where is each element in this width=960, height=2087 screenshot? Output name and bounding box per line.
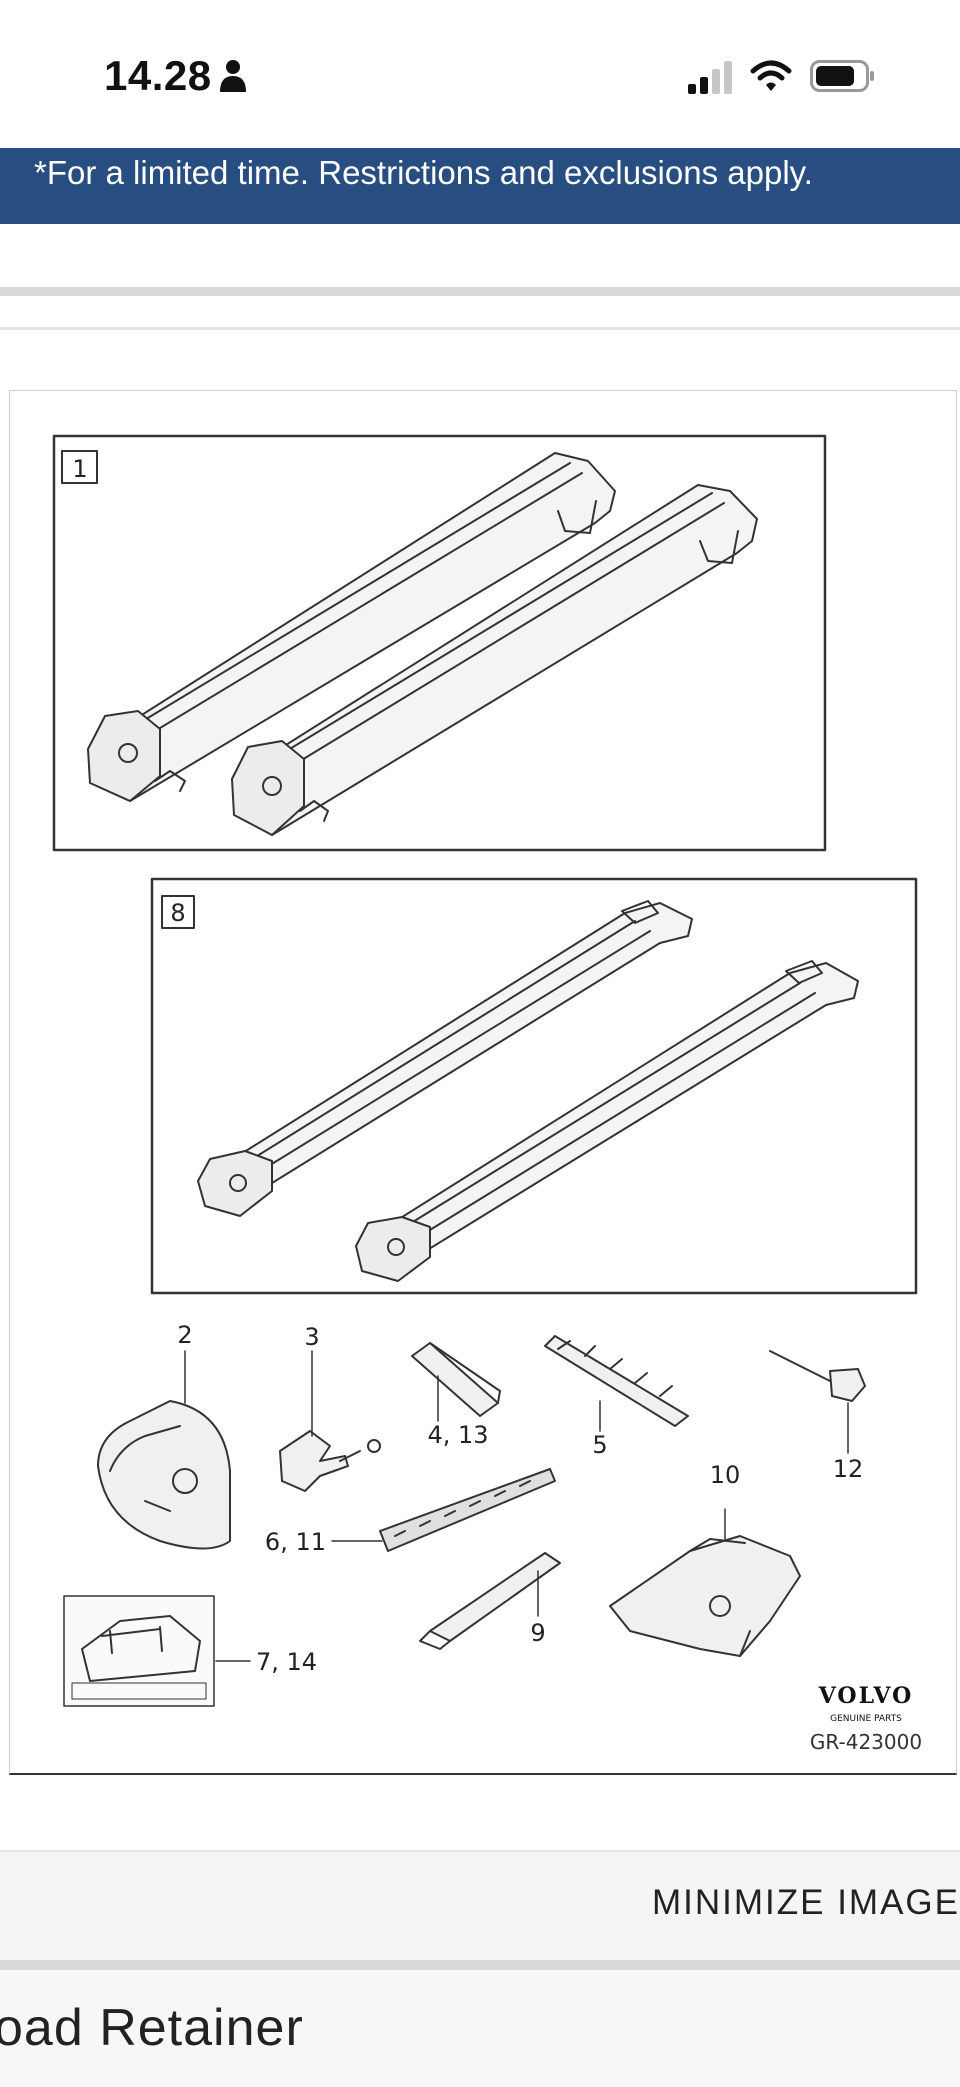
part-title: oad Retainer <box>0 1999 304 2057</box>
callout-7-14: 7, 14 <box>256 1648 317 1676</box>
part-2-end-cap <box>97 1350 231 1550</box>
section-divider-bottom <box>0 1960 960 1970</box>
callout-2: 2 <box>177 1321 192 1349</box>
minimize-image-button[interactable]: MINIMIZE IMAGE <box>652 1883 960 1922</box>
section-divider-lower <box>0 1850 960 1853</box>
callout-4-13: 4, 13 <box>427 1421 488 1449</box>
promo-banner: *For a limited time. Restrictions and ex… <box>0 148 960 224</box>
box-label-1: 1 <box>72 455 87 483</box>
section-divider <box>0 287 960 296</box>
part-5-rail <box>544 1335 689 1432</box>
callout-5: 5 <box>592 1431 607 1459</box>
callout-10: 10 <box>710 1461 741 1489</box>
kit-8-box <box>150 877 918 1295</box>
callout-3: 3 <box>304 1323 319 1351</box>
callout-12: 12 <box>833 1455 864 1483</box>
crossbar-raised-2 <box>355 960 859 1282</box>
cellular-signal-icon <box>688 61 732 94</box>
brand-subtitle: GENUINE PARTS <box>830 1714 902 1724</box>
part-4-13-strip <box>411 1342 501 1422</box>
crossbar-raised-1 <box>197 900 693 1217</box>
part-10-cover <box>609 1508 801 1657</box>
wifi-icon <box>750 60 792 91</box>
status-bar: 14.28 <box>0 0 960 148</box>
brand-logo: VOLVO <box>818 1683 914 1709</box>
crossbar-flush-2 <box>231 484 758 836</box>
part-3-lock <box>279 1350 381 1492</box>
person-icon <box>220 60 246 92</box>
section-divider-thin <box>0 327 960 330</box>
box-label-8: 8 <box>170 899 185 927</box>
callout-6-11: 6, 11 <box>265 1528 326 1556</box>
battery-icon <box>810 60 874 92</box>
part-12-tool <box>769 1350 866 1454</box>
kit-1-box <box>52 434 827 852</box>
callout-9: 9 <box>530 1619 545 1647</box>
part-9-strap <box>419 1552 561 1650</box>
part-title-bar <box>0 1970 960 2087</box>
part-6-11-tape <box>331 1468 556 1552</box>
parts-diagram-frame[interactable]: 1 8 2 3 4, 13 5 12 10 6, 11 9 7, 14 VOLV… <box>9 390 957 1775</box>
minimize-bar <box>0 1852 960 1962</box>
crossbar-flush-1 <box>87 452 616 802</box>
parts-diagram: 1 8 2 3 4, 13 5 12 10 6, 11 9 7, 14 VOLV… <box>52 434 922 1754</box>
diagram-code: GR-423000 <box>810 1730 922 1754</box>
promo-text: *For a limited time. Restrictions and ex… <box>34 154 813 191</box>
part-7-14-manual <box>63 1595 251 1707</box>
status-time: 14.28 <box>104 52 212 99</box>
